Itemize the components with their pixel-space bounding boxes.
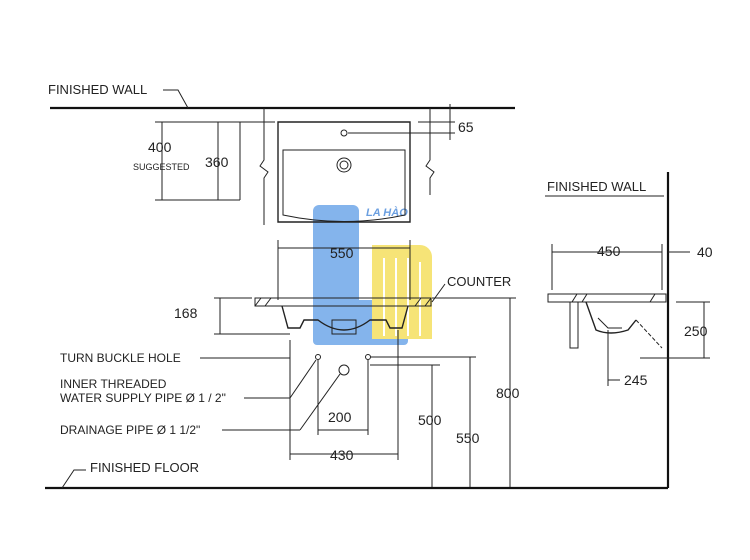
counter-side (547, 293, 667, 303)
break-line-left (259, 108, 269, 225)
inner-threaded-label: INNER THREADED (60, 377, 167, 391)
drain-hole-inner (339, 160, 349, 170)
drainage-label: DRAINAGE PIPE Ø 1 1/2" (60, 423, 200, 437)
water-supply-label: WATER SUPPLY PIPE Ø 1 / 2" (60, 391, 226, 405)
trap-pipe-side (635, 319, 663, 349)
dim-400-text: 400 (148, 139, 172, 155)
front-elevation: 550 COUNTER 168 TURN BUCKLE HOLE INNER T… (45, 240, 668, 490)
dim-500-text: 500 (418, 412, 442, 428)
turn-buckle-label: TURN BUCKLE HOLE (60, 351, 181, 365)
supply-hole-left (315, 354, 321, 360)
break-line-right (425, 108, 435, 195)
drain-hole-outer (336, 157, 352, 173)
dim-200-text: 200 (328, 409, 352, 425)
drain-pipe-hole (338, 364, 350, 376)
tap-hole (340, 129, 348, 137)
finished-wall-label-top: FINISHED WALL (48, 82, 147, 97)
dim-65-text: 65 (458, 119, 474, 135)
basin-body-side (585, 301, 637, 334)
drain-outlet (331, 319, 357, 335)
top-view: FINISHED WALL 400 SUGGESTED 360 65 (48, 82, 515, 225)
dim-360-text: 360 (205, 154, 229, 170)
basin-body-front (281, 305, 409, 331)
finished-floor-label: FINISHED FLOOR (90, 460, 199, 475)
dim-550-top-text: 550 (330, 245, 354, 261)
watermark-text: LA HÀO (366, 206, 408, 219)
basin-outline-top (277, 121, 411, 223)
basin-bowl-top (282, 149, 406, 222)
dim-450-text: 450 (597, 243, 621, 259)
dim-40-text: 40 (697, 244, 713, 260)
dim-250-text: 250 (684, 323, 708, 339)
supply-hole-right (365, 354, 371, 360)
dim-168-text: 168 (174, 305, 198, 321)
dim-245-text: 245 (624, 372, 648, 388)
dim-550-side-text: 550 (456, 430, 480, 446)
finished-wall-label-side: FINISHED WALL (547, 179, 646, 194)
counter-slab (254, 297, 432, 307)
suggested-label: SUGGESTED (133, 162, 190, 172)
dim-800-text: 800 (496, 385, 520, 401)
dim-430-text: 430 (330, 447, 354, 463)
counter-label: COUNTER (447, 274, 511, 289)
side-view: FINISHED WALL 450 40 250 245 (545, 172, 713, 488)
wall-label-leader (163, 89, 189, 109)
watermark-logo: LA HÀO (313, 205, 432, 345)
